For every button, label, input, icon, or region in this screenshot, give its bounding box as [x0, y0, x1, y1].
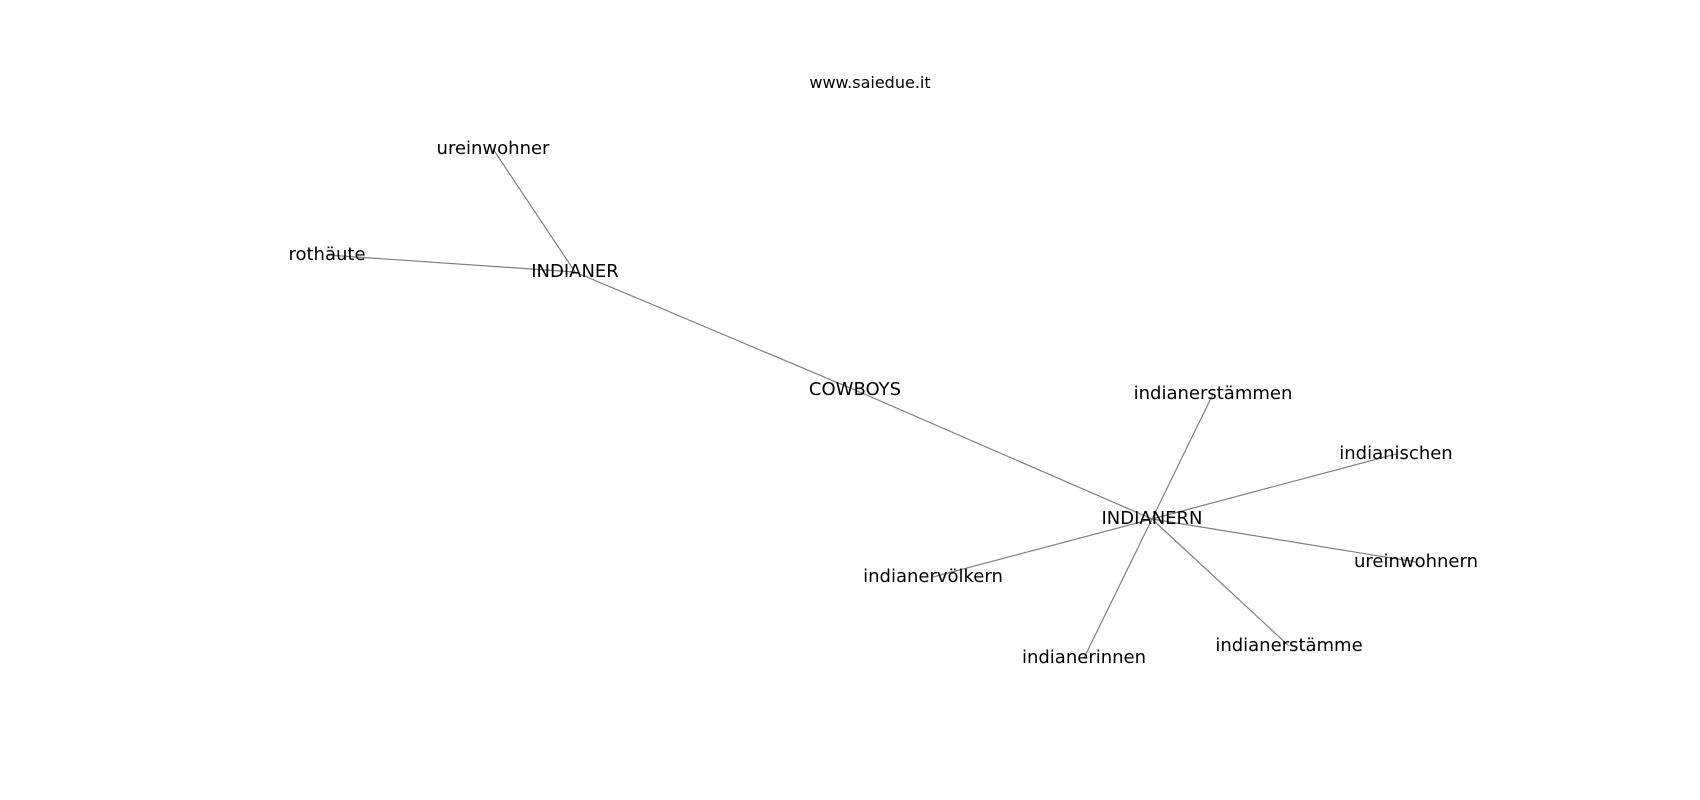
node-label-indianern: INDIANERN — [1101, 508, 1202, 529]
edge-indianern-indianischen — [1151, 453, 1397, 520]
node-label-indianervoelkern: indianervölkern — [863, 566, 1003, 587]
node-label-indianerinnen: indianerinnen — [1022, 647, 1146, 668]
node-label-rothaeute: rothäute — [288, 244, 365, 265]
node-label-ureinwohner: ureinwohner — [437, 138, 551, 159]
graph-edges — [326, 148, 1417, 659]
edge-indianern-indianerstaemme — [1151, 518, 1290, 647]
edge-indianer-rothaeute — [326, 254, 576, 273]
node-label-indianischen: indianischen — [1339, 443, 1452, 464]
node-label-indianerstaemmen: indianerstämmen — [1134, 383, 1293, 404]
edge-indianer-ureinwohner — [492, 148, 576, 273]
watermark-text: www.saiedue.it — [809, 73, 930, 92]
edge-cowboys-indianern — [854, 389, 1153, 520]
node-label-cowboys: COWBOYS — [809, 379, 901, 400]
edge-indianern-indianervoelkern — [932, 518, 1153, 578]
graph-nodes: COWBOYS INDIANER INDIANERN ureinwohner rothä… — [288, 138, 1478, 668]
node-label-indianerstaemme: indianerstämme — [1215, 635, 1362, 656]
edge-indianern-indianerstaemmen — [1151, 393, 1214, 520]
node-label-ureinwohnern: ureinwohnern — [1354, 551, 1478, 572]
edge-indianern-indianerinnen — [1083, 518, 1153, 659]
node-label-indianer: INDIANER — [531, 261, 619, 282]
edge-cowboys-indianer — [574, 271, 856, 391]
edge-indianern-ureinwohnern — [1151, 518, 1417, 563]
